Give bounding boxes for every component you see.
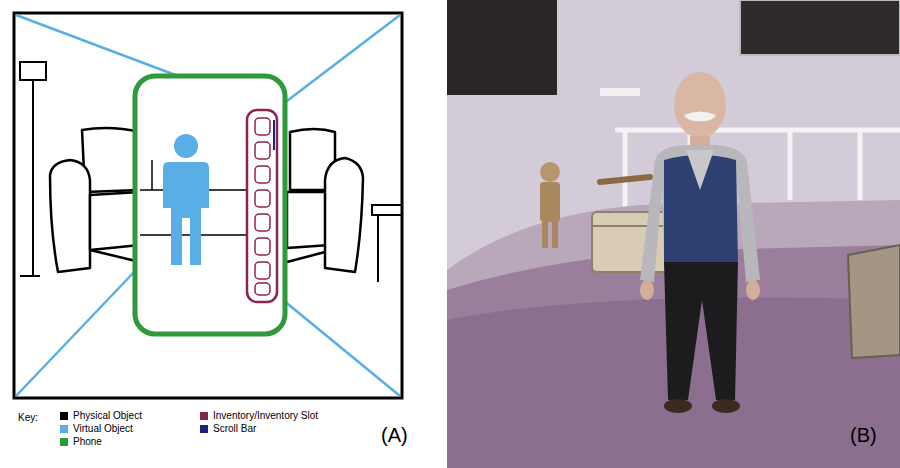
person-body [163, 162, 209, 265]
headboard-post [623, 130, 628, 215]
man-hand [640, 280, 654, 300]
sofa-arm [325, 158, 363, 272]
virtual-person [163, 134, 209, 265]
headboard-post [788, 130, 793, 200]
phone-outline [135, 76, 285, 334]
view-lines [16, 15, 400, 396]
doll-body [540, 182, 560, 222]
legend-text: Scroll Bar [213, 423, 256, 434]
panel-label: (B) [850, 424, 877, 446]
man-collar [686, 150, 714, 190]
inventory-bar [247, 110, 277, 302]
view-line [283, 300, 400, 396]
bat [600, 177, 650, 182]
legend-swatch [200, 412, 208, 420]
inventory-slot [255, 190, 270, 207]
wall-shelf [600, 88, 640, 96]
lamp-base [20, 275, 40, 277]
man-shirt [640, 145, 760, 282]
man-shoe [664, 399, 692, 413]
lamp-pole [32, 80, 34, 275]
legend-text: Phone [73, 436, 102, 447]
doll-leg [552, 222, 558, 248]
doll [540, 162, 560, 248]
inventory-slot [255, 118, 270, 135]
inventory-slot [255, 238, 270, 255]
virtual-man [640, 72, 760, 413]
side-table [372, 205, 402, 282]
inventory-slot [255, 262, 270, 279]
wall [447, 0, 900, 468]
view-line [16, 270, 136, 396]
blanket [447, 245, 900, 468]
legend-text: Inventory/Inventory Slot [213, 410, 318, 421]
sofa-front [287, 252, 325, 262]
table-top [372, 205, 402, 215]
headboard-rail [615, 128, 900, 133]
lamp-shade [20, 62, 46, 80]
man-trousers [664, 262, 738, 400]
person-head [174, 134, 198, 158]
suitcase-seam [592, 225, 672, 227]
schematic-panel [14, 13, 402, 398]
book [848, 245, 900, 358]
panel-label: (A) [381, 424, 408, 446]
sofa-seat [287, 192, 330, 248]
sofa-line [151, 160, 153, 190]
legend-heading: Key: [18, 412, 38, 423]
doll-head [540, 162, 560, 182]
lamp [20, 62, 46, 276]
legend-swatch [60, 438, 68, 446]
scroll-bar [273, 120, 275, 150]
ar-photo [447, 0, 900, 468]
legend-text: Virtual Object [73, 423, 133, 434]
suitcase [592, 212, 672, 272]
inventory-slot [255, 214, 270, 231]
inventory-slot [255, 166, 270, 183]
sofa-arm [50, 160, 90, 272]
poster [447, 0, 557, 95]
man-hand [746, 280, 760, 300]
legend-swatch [60, 425, 68, 433]
man-moustache [684, 112, 716, 122]
view-line [283, 15, 400, 104]
view-line [16, 15, 178, 76]
headboard-post [858, 130, 863, 200]
suitcase-body [592, 212, 672, 272]
inventory-slot [255, 142, 270, 159]
legend-swatch [200, 425, 208, 433]
legend-swatch [60, 412, 68, 420]
view-frame [14, 13, 402, 398]
inventory-slot [255, 283, 270, 295]
legend-text: Physical Object [73, 410, 142, 421]
table-leg [377, 215, 379, 282]
man-shoe [712, 399, 740, 413]
poster [740, 0, 900, 55]
inventory-slots [255, 118, 270, 295]
doll-leg [542, 222, 548, 248]
man-head [674, 72, 726, 138]
